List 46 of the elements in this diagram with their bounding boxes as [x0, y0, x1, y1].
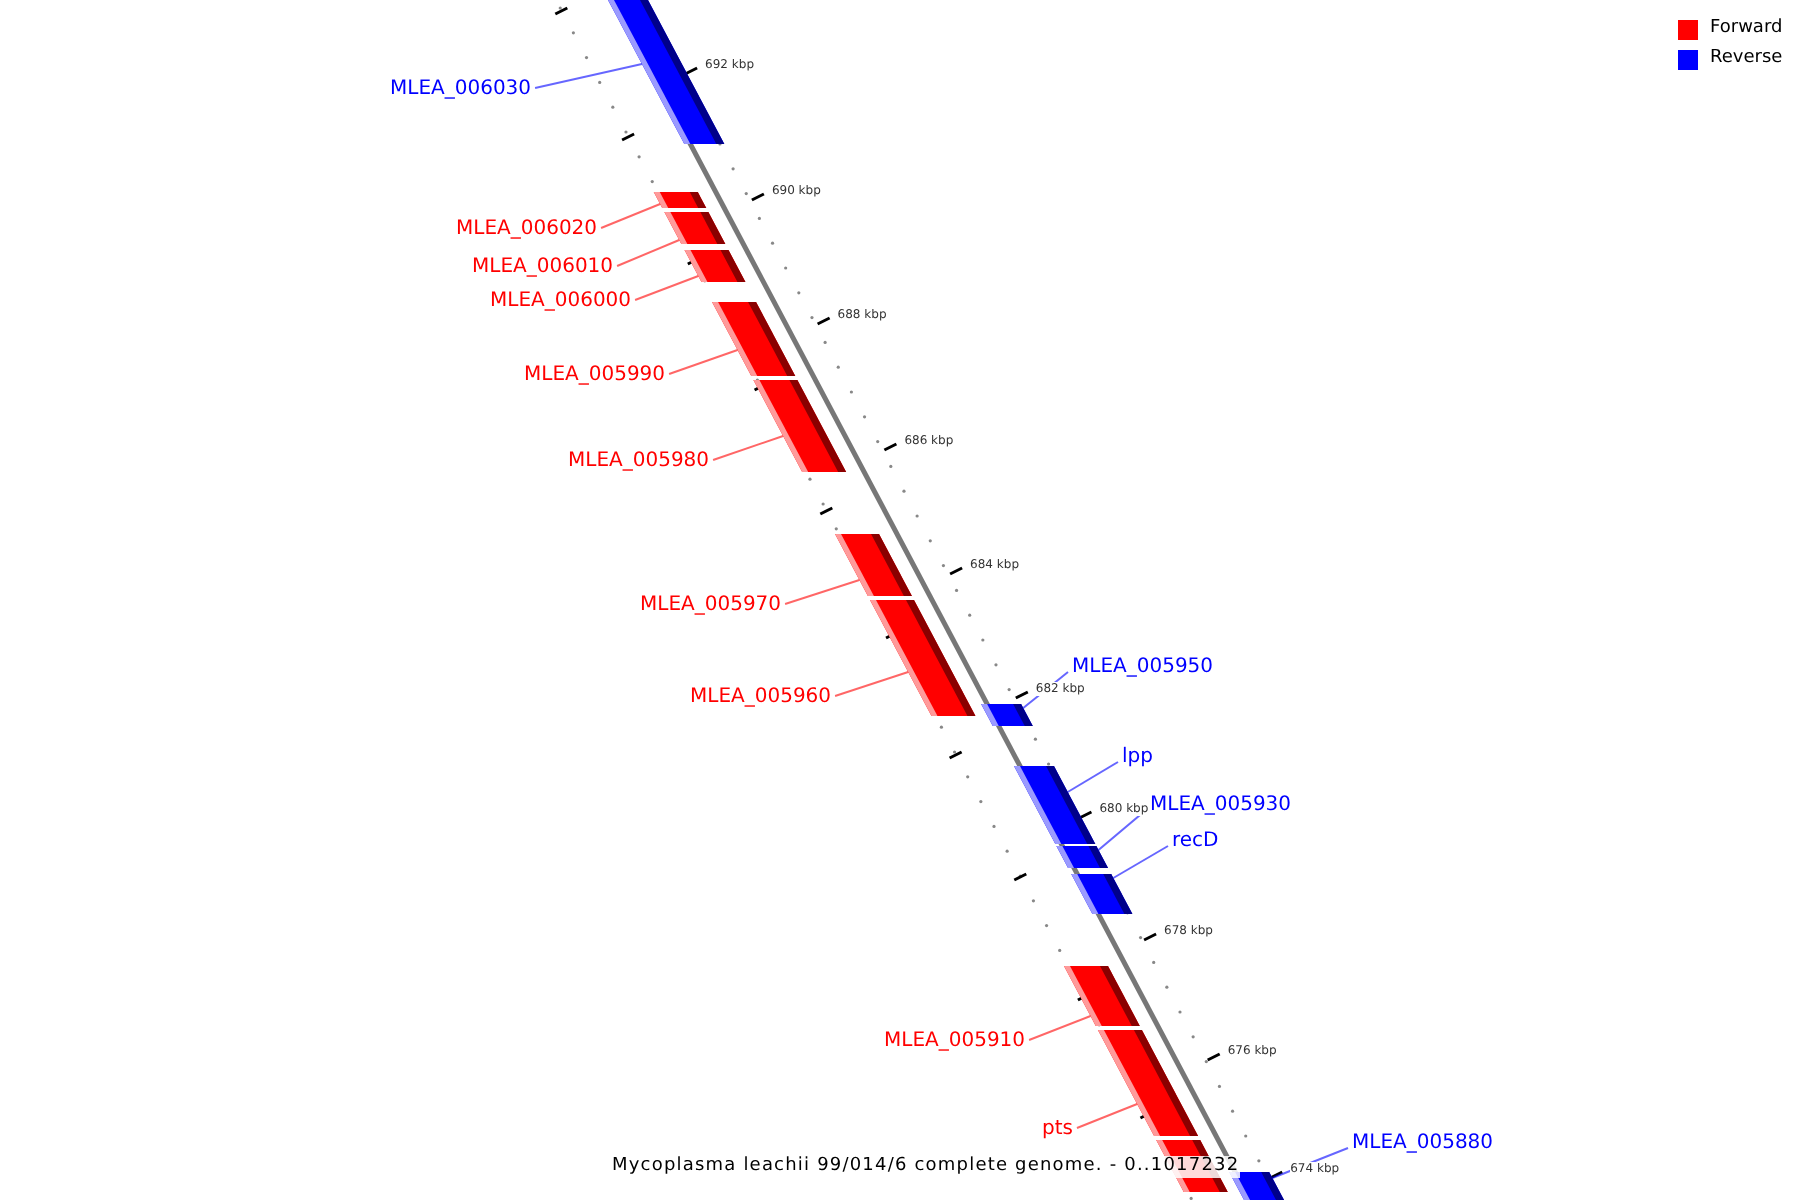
gene-block: [605, 0, 725, 144]
leader-line: [634, 275, 700, 301]
legend-label: Forward: [1710, 18, 1783, 40]
gene-block: [1071, 874, 1133, 914]
gene-label: MLEA_005960: [690, 686, 832, 710]
gene-label: MLEA_005980: [568, 450, 710, 474]
gene-block: [1097, 1030, 1199, 1136]
gene-label: MLEA_006020: [456, 218, 598, 242]
leader-line: [668, 349, 739, 375]
gene-label: MLEA_005970: [640, 594, 782, 618]
gene-block: [1229, 1172, 1289, 1200]
gene-label: MLEA_006030: [390, 78, 532, 102]
leader-line: [534, 63, 643, 89]
leader-line: [712, 435, 785, 461]
caption: Mycoplasma leachii 99/014/6 complete genome. - 0..1017232: [612, 1156, 1240, 1178]
gene-block: [684, 250, 746, 282]
gene-block: [981, 704, 1033, 726]
gene-label: MLEA_005950: [1072, 656, 1214, 680]
gene-block: [753, 380, 847, 472]
gene-label: MLEA_005910: [884, 1030, 1026, 1054]
leader-line: [1066, 761, 1119, 793]
gene-label: MLEA_006000: [490, 290, 632, 314]
gene-label: MLEA_005880: [1352, 1132, 1494, 1156]
gene-label: lpp: [1122, 746, 1153, 770]
leader-line: [834, 671, 910, 697]
gene-label: MLEA_005990: [524, 364, 666, 388]
gene-label: pts: [1042, 1118, 1073, 1142]
leader-line: [600, 203, 662, 229]
gene-block: [870, 600, 976, 716]
legend-label: Reverse: [1710, 48, 1783, 70]
gene-block: [1056, 846, 1109, 868]
leader-line: [784, 579, 861, 605]
gene-block: [835, 534, 912, 596]
gene-block: [653, 192, 707, 208]
leader-line: [616, 239, 681, 267]
leader-line: [1271, 1147, 1349, 1179]
leader-line: [1028, 1015, 1092, 1041]
gene-label: recD: [1172, 830, 1219, 854]
gene-label: MLEA_005930: [1150, 794, 1292, 818]
leader-line: [1075, 1103, 1139, 1129]
gene-block: [712, 302, 796, 376]
gene-block: [664, 212, 726, 244]
leader-line: [1112, 845, 1169, 879]
gene-block: [1064, 966, 1140, 1026]
leader-line: [1022, 671, 1069, 709]
gene-label: MLEA_006010: [472, 256, 614, 280]
